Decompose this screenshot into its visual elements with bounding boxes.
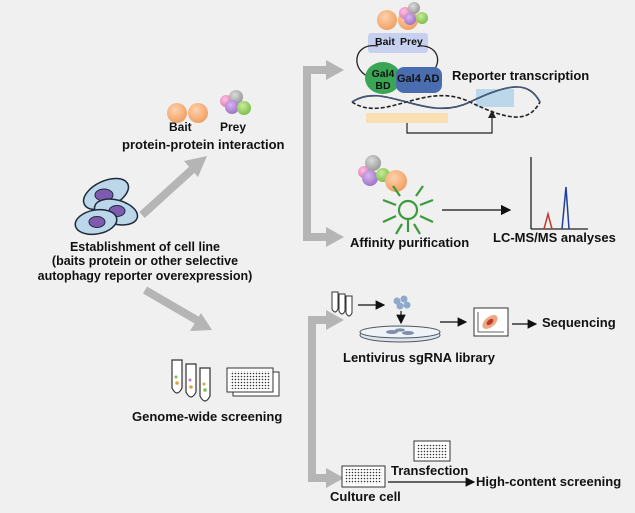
gal4-ad-label: Gal4 AD [397, 73, 440, 85]
prey-label: Prey [220, 120, 247, 134]
prey-complex-icon [220, 90, 251, 115]
cell-line-icon [74, 177, 139, 236]
multiwell-plate-icon [226, 367, 280, 397]
cell-line-detail-2: autophagy reporter overexpression) [37, 268, 253, 283]
reporter-transcription-label: Reporter transcription [452, 68, 590, 83]
genome-wide-screening-label: Genome-wide screening [132, 409, 283, 424]
bait-label: Bait [169, 120, 192, 134]
sgrna-tubes-icon [171, 359, 211, 402]
yeast-two-hybrid-schematic [351, 2, 541, 134]
gal4-bd-line1: Gal4 [371, 68, 395, 80]
ppi-caption: protein-protein interaction [122, 137, 285, 152]
crispr-library-workflow [331, 291, 538, 343]
cell-line-detail-1: (baits protein or other selective [51, 254, 239, 269]
transfection-label: Transfection [391, 463, 469, 478]
culture-cell-label: Culture cell [330, 489, 401, 504]
gal4-bd-label: Gal4 BD [367, 68, 399, 92]
mass-spectrum-chart [530, 157, 588, 230]
sequencing-label: Sequencing [542, 315, 616, 330]
affinity-purification-label: Affinity purification [350, 235, 470, 250]
cell-line-title: Establishment of cell line [69, 240, 221, 254]
y2h-bait-label: Bait [375, 36, 395, 48]
lc-ms-label: LC-MS/MS analyses [493, 230, 616, 245]
y2h-prey-label: Prey [400, 36, 423, 48]
lentivirus-library-label: Lentivirus sgRNA library [343, 350, 495, 365]
high-content-screening-label: High-content screening [476, 474, 622, 489]
gal4-bd-line2: BD [375, 80, 391, 93]
flow-arrows [139, 60, 344, 488]
affinity-purification-icon [358, 155, 512, 235]
cell-line-caption: Establishment of cell line (baits protei… [0, 240, 290, 283]
high-content-workflow [341, 440, 476, 488]
bait-protein-icon [167, 103, 208, 123]
